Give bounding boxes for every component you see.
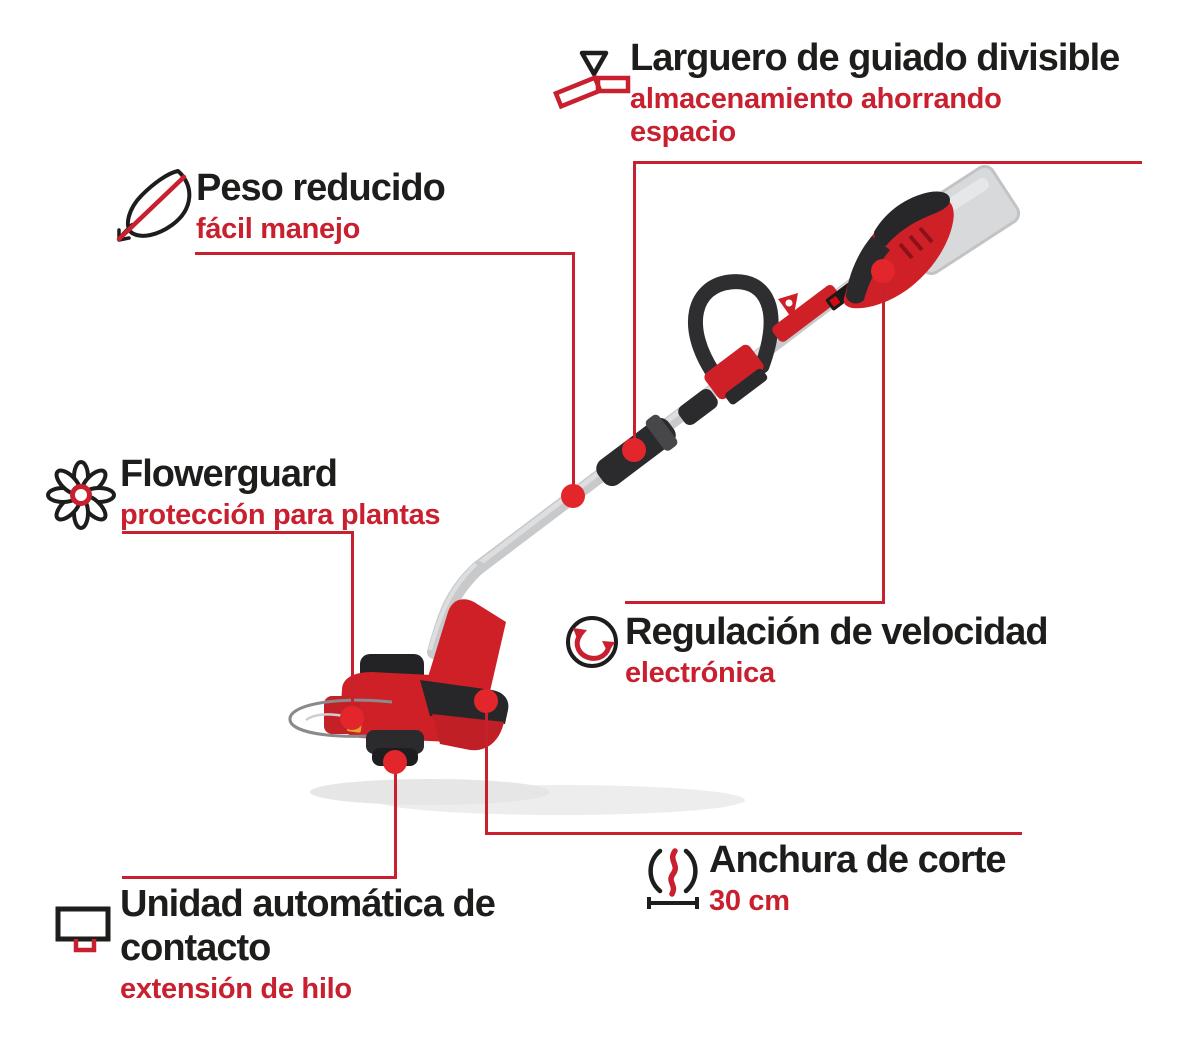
contact-unit-icon [54,903,112,957]
flower-icon [46,460,116,530]
feature-flowerguard: Flowerguard protección para plantas [120,452,441,532]
callout-line-weight-horizontal [195,252,575,255]
callout-dot-flowerguard [340,706,364,730]
callout-dot-contact [383,750,407,774]
feature-title: Unidad automática de contacto [120,883,496,969]
feature-subtitle: protección para plantas [120,499,441,531]
feature-weight: Peso reducido fácil manejo [196,166,446,246]
feature-subtitle: almacenamiento ahorrando espacio [630,83,1002,148]
feature-subtitle: electrónica [625,657,775,689]
feature-speed-regulation: Regulación de velocidad electrónica [625,610,1049,690]
callout-line-contact-vertical [394,762,397,879]
feather-icon [114,163,200,242]
feature-title: Flowerguard [120,453,338,495]
feature-title: Regulación de velocidad [625,611,1049,653]
feature-title: Peso reducido [196,167,446,209]
feature-cutting-width: Anchura de corte 30 cm [709,838,1007,918]
feature-subtitle: fácil manejo [196,213,361,245]
callout-line-contact-horizontal [122,876,397,879]
cutting-head [288,599,509,766]
feature-contact-unit: Unidad automática de contacto extensión … [120,882,500,1006]
callout-line-shaft-vertical [633,161,636,450]
callout-line-flowerguard-vertical [351,531,354,718]
callout-dot-weight [561,484,585,508]
flowerguard-wire [288,698,397,738]
feature-title: Larguero de guiado divisible [630,37,1120,79]
feature-title: Anchura de corte [709,839,1007,881]
cutting-width-icon [642,845,704,911]
split-shaft-icon [552,48,631,110]
callout-dot-speed [871,259,895,283]
callout-dot-shaft [622,438,646,462]
feature-subtitle: extensión de hilo [120,973,352,1005]
callout-line-flowerguard-horizontal [122,531,354,534]
callout-line-width-vertical [485,701,488,835]
callout-line-weight-vertical [572,252,575,496]
callout-line-speed-horizontal [625,601,885,604]
callout-line-width-horizontal [485,832,1022,835]
callout-dot-width [474,689,498,713]
feature-subtitle: 30 cm [709,885,790,917]
loop-handle [687,274,779,382]
speed-regulation-icon [563,613,621,671]
motor-housing [843,191,954,309]
callout-line-shaft-horizontal [633,161,1142,164]
feature-split-shaft: Larguero de guiado divisible almacenamie… [630,36,1190,149]
callout-line-speed-vertical [882,271,885,604]
